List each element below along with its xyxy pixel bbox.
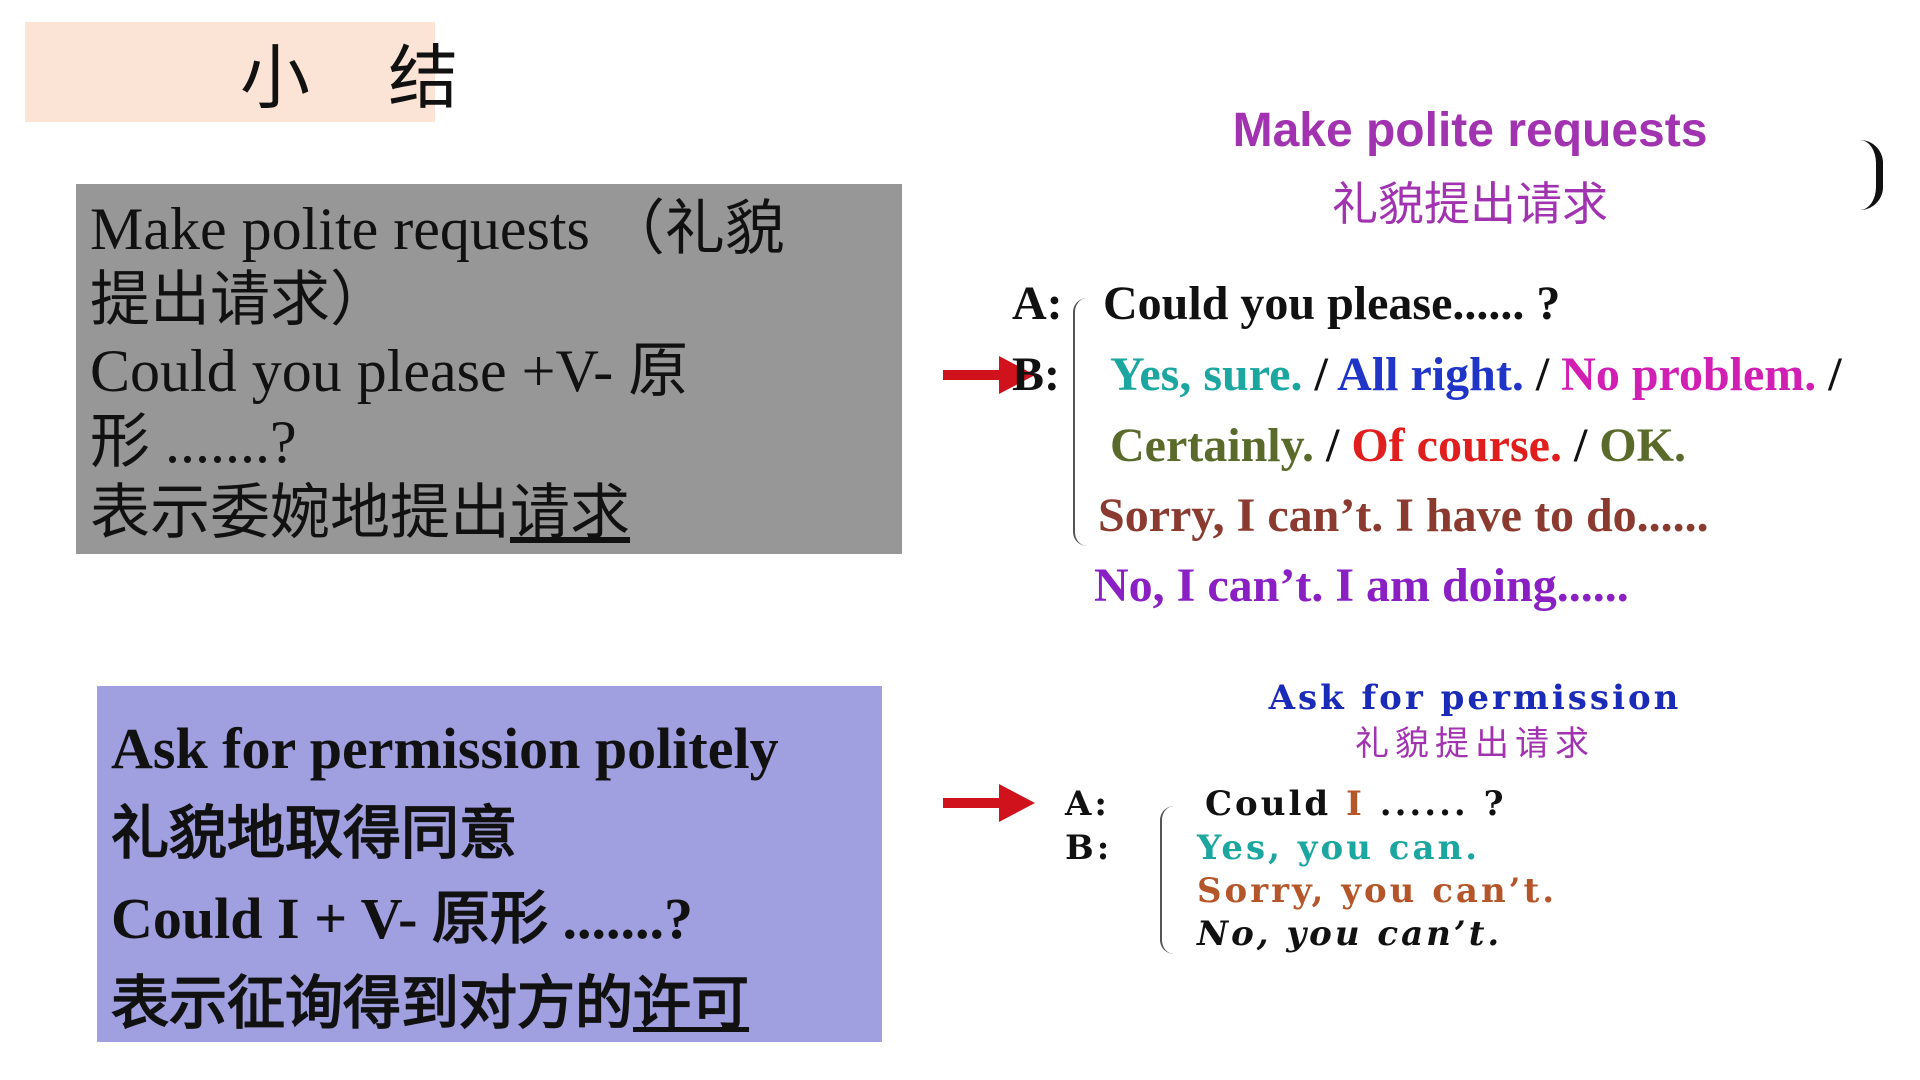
requests-a-text: Could you please...... ? bbox=[1103, 277, 1561, 330]
requests-line-4: 形 .......? bbox=[90, 409, 297, 475]
requests-line-2: 提出请求） bbox=[90, 267, 390, 333]
requests-b-label: B: bbox=[1012, 348, 1060, 401]
reply-all-right: All right. bbox=[1337, 348, 1524, 401]
permission-a-text: Could I ...... ? bbox=[1205, 784, 1507, 824]
permission-line-4-underlined: 许可 bbox=[633, 971, 750, 1036]
permission-panel-subtitle: 礼貌提出请求 bbox=[1355, 724, 1595, 764]
edge-decoration bbox=[1860, 140, 1883, 210]
polite-requests-box: Make polite requests （礼貌 提出请求） Could you… bbox=[76, 184, 902, 554]
title-box bbox=[25, 22, 435, 122]
right-arrow-icon bbox=[943, 784, 1035, 822]
permission-a-post: ...... ? bbox=[1364, 784, 1507, 824]
permission-box: Ask for permission politely 礼貌地取得同意 Coul… bbox=[97, 686, 882, 1042]
permission-line-4: 表示征询得到对方的许可 bbox=[111, 961, 868, 1046]
permission-a-label: A: bbox=[1065, 784, 1110, 824]
permission-b-label: B: bbox=[1065, 828, 1113, 868]
permission-panel-title: Ask for permission bbox=[1268, 678, 1682, 718]
permission-a-i: I bbox=[1345, 784, 1365, 824]
right-arrow-icon bbox=[943, 356, 1035, 394]
requests-line-5-underlined: 请求 bbox=[510, 480, 630, 546]
requests-a-label: A: bbox=[1012, 277, 1063, 330]
reply-ok: OK. bbox=[1599, 419, 1686, 472]
permission-line-1: Ask for permission politely bbox=[111, 716, 779, 781]
reply-certainly: Certainly. bbox=[1110, 419, 1314, 472]
permission-reply-sorry: Sorry, you can’t. bbox=[1197, 871, 1558, 911]
requests-panel-title: Make polite requests bbox=[1232, 104, 1708, 157]
requests-replies-row-2: Certainly. / Of course. / OK. bbox=[1110, 418, 1686, 473]
permission-line-3: Could I + V- 原形 .......? bbox=[111, 886, 693, 951]
slash: / bbox=[1828, 348, 1842, 401]
slash: / bbox=[1314, 348, 1328, 401]
reply-yes-sure: Yes, sure. bbox=[1110, 348, 1303, 401]
slash: / bbox=[1535, 348, 1550, 401]
requests-brace bbox=[1073, 298, 1089, 546]
requests-line-1: Make polite requests （礼貌 bbox=[90, 196, 785, 262]
slash: / bbox=[1573, 419, 1588, 472]
requests-line-3: Could you please +V- 原 bbox=[90, 338, 689, 404]
permission-reply-no: No, you can’t. bbox=[1197, 914, 1503, 954]
requests-replies-row-1: Yes, sure. / All right. / No problem. / bbox=[1110, 347, 1842, 402]
requests-line-5: 表示委婉地提出请求 bbox=[90, 478, 888, 549]
permission-brace bbox=[1160, 806, 1176, 954]
permission-line-2: 礼貌地取得同意 bbox=[111, 801, 518, 866]
reply-no: No, I can’t. I am doing...... bbox=[1094, 559, 1629, 612]
reply-sorry: Sorry, I can’t. I have to do...... bbox=[1098, 489, 1709, 542]
reply-no-problem: No problem. bbox=[1561, 348, 1817, 401]
page-title: 小 结 bbox=[240, 37, 487, 119]
slash: / bbox=[1325, 419, 1340, 472]
reply-of-course: Of course. bbox=[1351, 419, 1562, 472]
requests-line-5-text: 表示委婉地提出 bbox=[90, 480, 510, 546]
permission-reply-yes: Yes, you can. bbox=[1197, 828, 1481, 868]
permission-line-4-text: 表示征询得到对方的 bbox=[111, 971, 634, 1036]
permission-a-pre: Could bbox=[1205, 784, 1346, 824]
requests-panel-subtitle: 礼貌提出请求 bbox=[1332, 177, 1608, 231]
